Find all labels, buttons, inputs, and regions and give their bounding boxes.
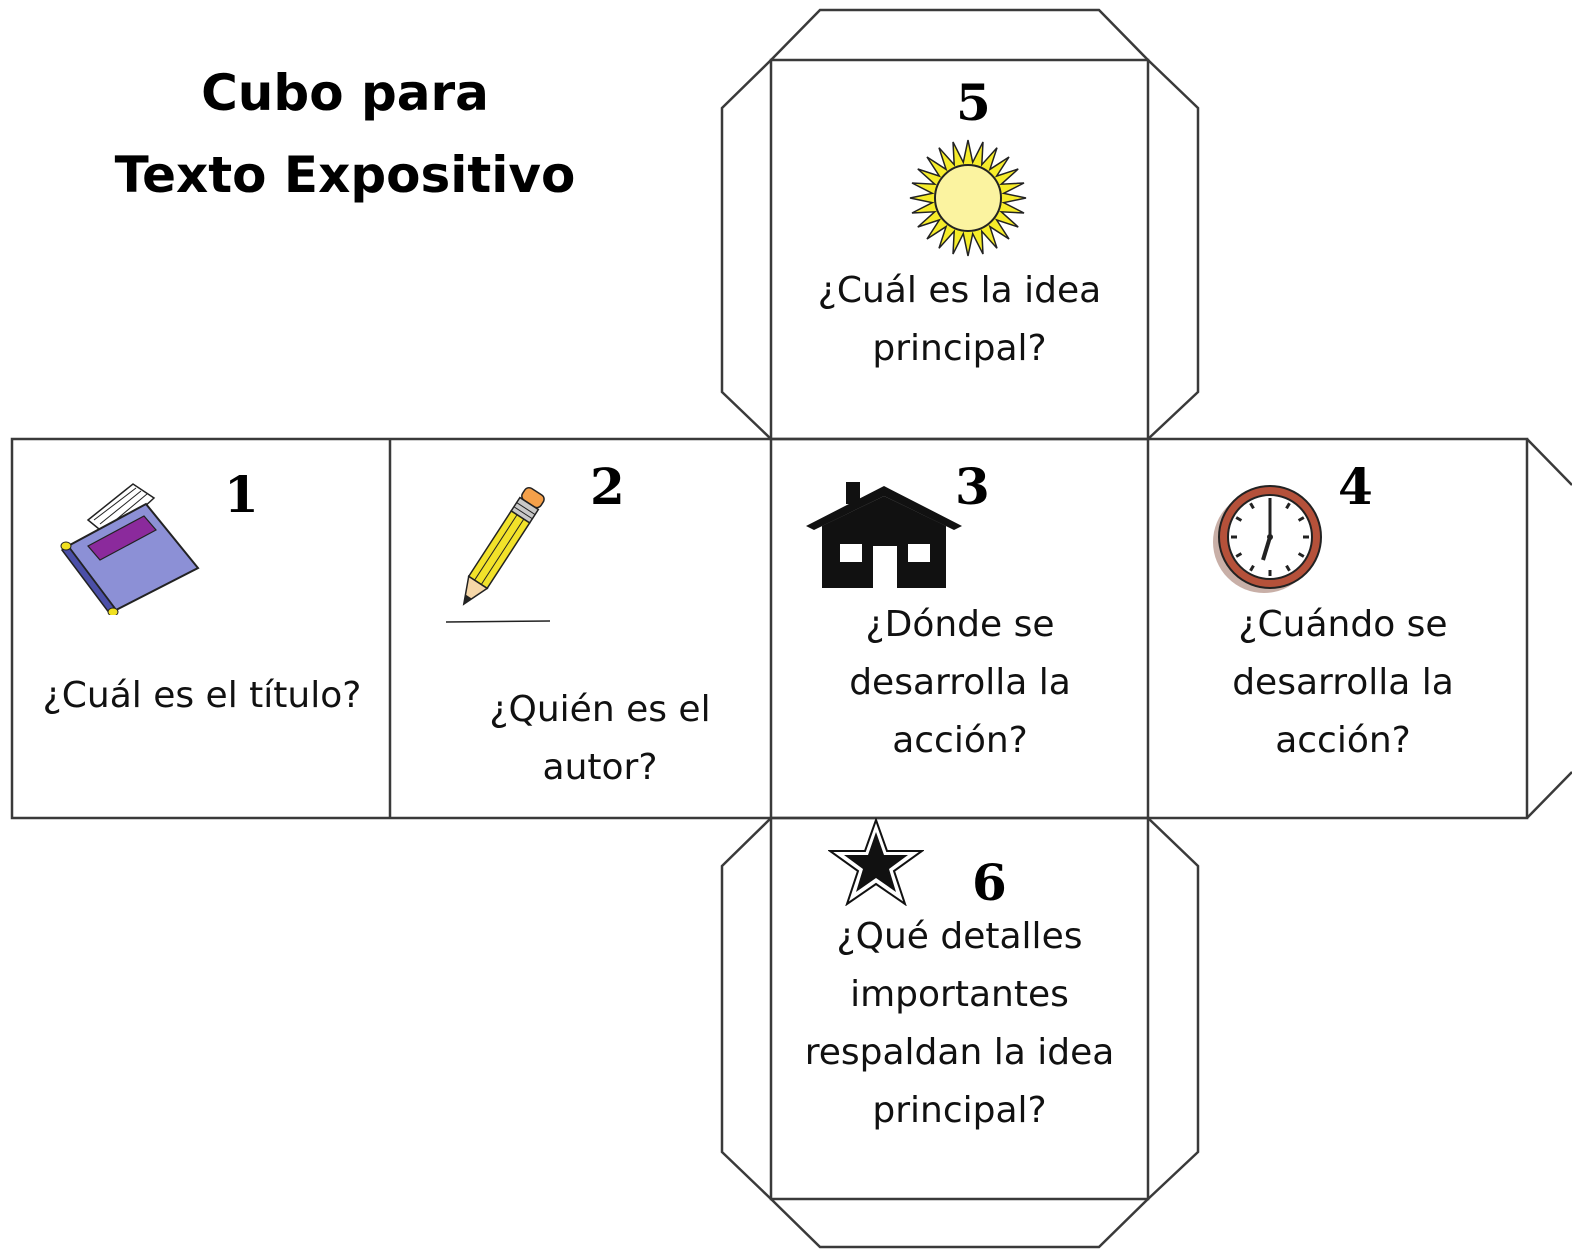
face-6-number: 6 (972, 853, 1007, 912)
face-1-question: ¿Cuál es el título? (42, 675, 362, 716)
flap-right-bottom (1526, 771, 1572, 819)
face-2-question: ¿Quién es el autor? (489, 689, 711, 788)
face-2-number: 2 (590, 457, 625, 516)
flap-bottom-right (1147, 817, 1200, 1200)
star-icon (828, 818, 924, 906)
flap-right-top (1526, 438, 1572, 486)
house-icon (806, 482, 962, 588)
face-1-number: 1 (224, 465, 259, 524)
flap-top-left (720, 59, 772, 440)
face-5-number: 5 (956, 73, 991, 132)
book-icon (60, 483, 200, 615)
face-3-number: 3 (955, 457, 990, 516)
clock-icon (1213, 485, 1322, 593)
flap-bottom-left (720, 817, 772, 1200)
flap-top (770, 8, 1149, 61)
pencil-icon (445, 486, 551, 623)
sun-icon (909, 139, 1027, 257)
face-4-question: ¿Cuándo se desarrolla la acción? (1232, 604, 1454, 761)
flap-top-right (1147, 59, 1200, 440)
flap-bottom (770, 1198, 1149, 1249)
face-6-question: ¿Qué detalles importantes respaldan la i… (804, 916, 1115, 1131)
face-4-number: 4 (1338, 457, 1373, 516)
face-5-question: ¿Cuál es la idea principal? (817, 270, 1102, 369)
face-3-question: ¿Dónde se desarrolla la acción? (849, 604, 1071, 761)
page-title: Cubo para Texto Expositivo (70, 52, 620, 216)
title-line-2: Texto Expositivo (114, 146, 576, 204)
face-6-border (769, 816, 1150, 1201)
title-line-1: Cubo para (201, 64, 489, 122)
